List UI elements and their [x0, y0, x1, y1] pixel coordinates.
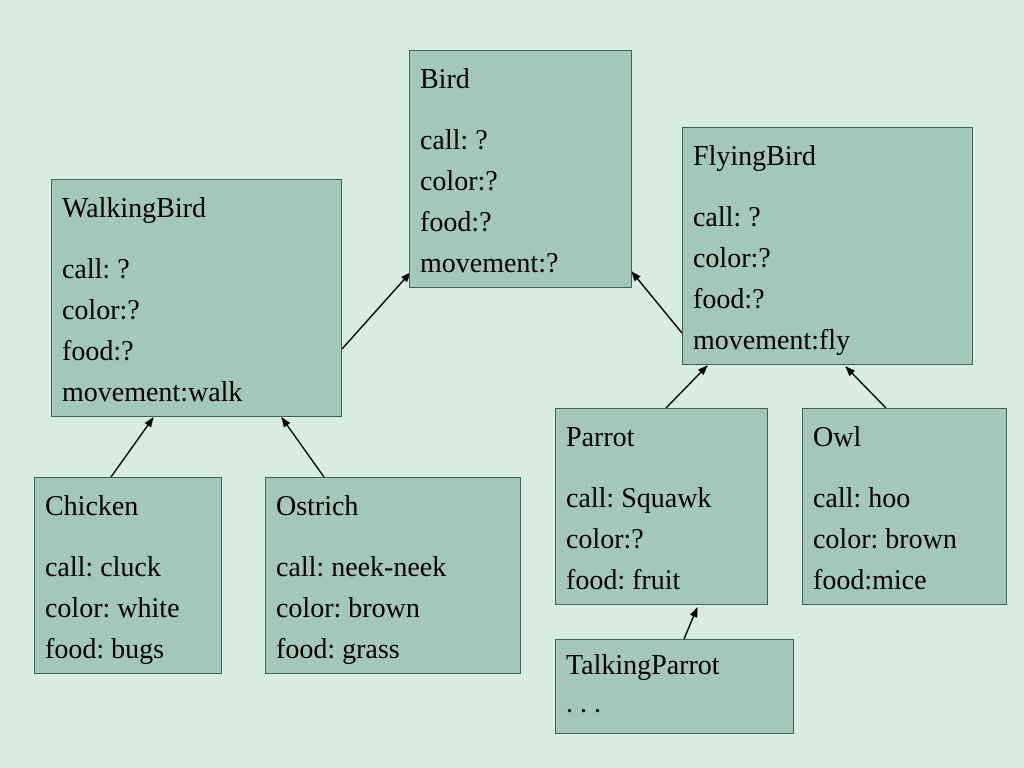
class-owl-attr-call: call: hoo [813, 483, 911, 514]
class-ostrich-name: Ostrich [276, 491, 359, 522]
class-chicken-attr-call: call: cluck [45, 552, 161, 583]
class-walkingbird-attr-movement: movement:walk [62, 377, 243, 408]
class-bird-attr-color: color:? [420, 166, 498, 197]
class-chicken-name: Chicken [45, 491, 139, 522]
class-flyingbird-name: FlyingBird [693, 141, 816, 172]
arrow-parrot-to-flyingbird [665, 365, 708, 409]
class-parrot-attr-color: color:? [566, 524, 644, 555]
class-flyingbird-attr-color: color:? [693, 243, 771, 274]
class-talkingparrot-name: TalkingParrot [566, 650, 720, 681]
class-owl-name: Owl [813, 422, 862, 453]
arrow-walkingbird-to-bird [341, 272, 411, 350]
class-chicken-attr-food: food: bugs [45, 634, 164, 665]
class-ostrich[interactable]: Ostrich call: neek-neek color: brown foo… [265, 477, 521, 674]
class-ostrich-attr-food: food: grass [276, 634, 400, 665]
class-parrot-attr-food: food: fruit [566, 565, 681, 596]
class-owl-attr-color: color: brown [813, 524, 957, 555]
class-bird-name: Bird [420, 64, 470, 95]
arrow-chicken-to-walkingbird [110, 417, 154, 478]
class-parrot-name: Parrot [566, 422, 635, 453]
class-flyingbird-attr-food: food:? [693, 284, 765, 315]
class-flyingbird-attr-movement: movement:fly [693, 325, 851, 356]
class-ostrich-attr-color: color: brown [276, 593, 420, 624]
class-talkingparrot[interactable]: TalkingParrot . . . [555, 639, 794, 734]
arrow-ostrich-to-walkingbird [281, 417, 325, 478]
class-walkingbird-name: WalkingBird [62, 193, 206, 224]
class-owl[interactable]: Owl call: hoo color: brown food:mice [802, 408, 1007, 605]
class-chicken[interactable]: Chicken call: cluck color: white food: b… [34, 477, 222, 674]
arrow-flyingbird-to-bird [631, 271, 683, 334]
class-talkingparrot-attr-ellipsis: . . . [566, 688, 601, 719]
class-parrot-attr-call: call: Squawk [566, 483, 712, 514]
class-bird-attr-food: food:? [420, 207, 492, 238]
class-ostrich-attr-call: call: neek-neek [276, 552, 447, 583]
class-bird[interactable]: Bird call: ? color:? food:? movement:? [409, 50, 632, 288]
class-parrot[interactable]: Parrot call: Squawk color:? food: fruit [555, 408, 768, 605]
class-walkingbird-attr-food: food:? [62, 336, 134, 367]
class-walkingbird-attr-color: color:? [62, 295, 140, 326]
class-bird-attr-movement: movement:? [420, 248, 559, 279]
class-bird-attr-call: call: ? [420, 125, 488, 156]
class-walkingbird[interactable]: WalkingBird call: ? color:? food:? movem… [51, 179, 342, 417]
class-chicken-attr-color: color: white [45, 593, 180, 624]
class-flyingbird-attr-call: call: ? [693, 202, 761, 233]
class-walkingbird-attr-call: call: ? [62, 254, 130, 285]
class-flyingbird[interactable]: FlyingBird call: ? color:? food:? moveme… [682, 127, 973, 365]
class-owl-attr-food: food:mice [813, 565, 927, 596]
arrow-talkingparrot-to-parrot [683, 607, 698, 640]
arrow-owl-to-flyingbird [845, 366, 887, 409]
